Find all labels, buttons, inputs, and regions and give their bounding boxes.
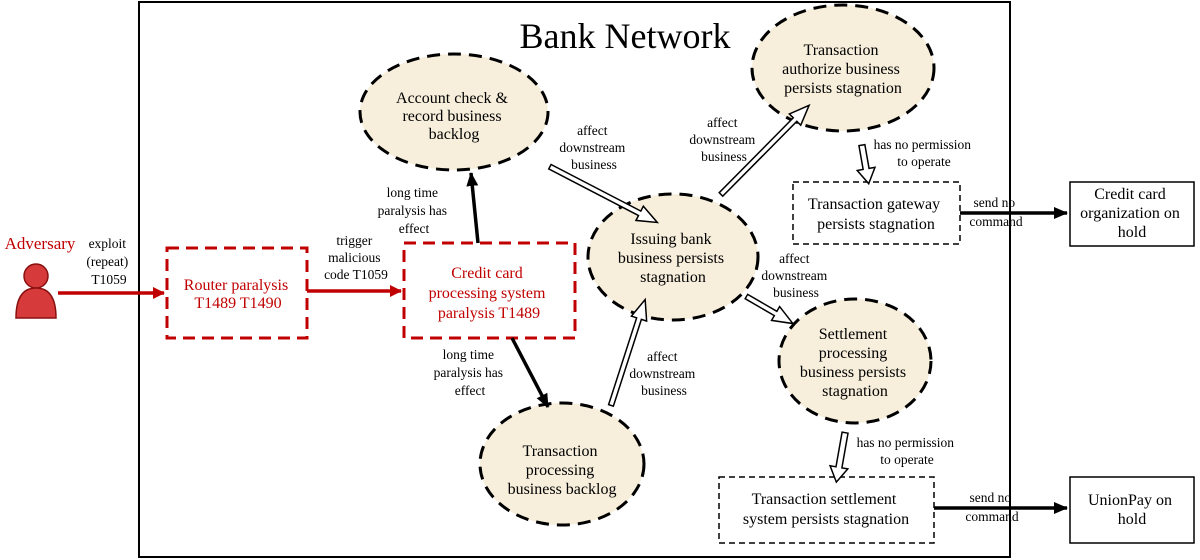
long-time-up-label: long time paralysis has effect <box>378 185 451 236</box>
send-no-command-bottom-label: send no command <box>965 490 1018 524</box>
transaction-authorize-label: Transaction authorize business persists … <box>782 42 904 97</box>
router-paralysis-box <box>165 246 309 340</box>
no-permission-authorize-label: has no permission to operate <box>874 137 975 169</box>
trigger-label: trigger malicious code T1059 <box>324 233 388 282</box>
settlement-label: Settlement processing business persists … <box>800 326 910 400</box>
long-time-down-label: long time paralysis has effect <box>434 347 507 398</box>
diagram-title: Bank Network <box>520 16 731 56</box>
long-time-up-arrow <box>466 172 480 244</box>
exploit-label: exploit (repeat) T1059 <box>86 236 131 287</box>
unionpay-box <box>1069 476 1195 544</box>
affect-account-label: affect downstream business <box>559 123 628 172</box>
affect-tpb-arrow <box>607 297 648 408</box>
issuing-bank-label: Issuing bank business persists stagnatio… <box>618 231 728 286</box>
transaction-authorize-ellipse <box>750 3 936 133</box>
settlement-ellipse <box>777 297 933 425</box>
unionpay-label: UnionPay on hold <box>1088 492 1176 528</box>
credit-card-organization-box <box>1069 181 1195 247</box>
person-icon <box>15 263 57 319</box>
transaction-gateway-box <box>792 181 961 245</box>
transaction-gateway-label: Transaction gateway persists stagnation <box>808 196 944 233</box>
credit-card-system-box <box>402 241 577 340</box>
bank-network-boundary <box>138 1 1011 558</box>
transaction-settlement-box <box>718 476 935 544</box>
affect-settlement-arrow <box>744 293 795 325</box>
account-check-ellipse <box>358 52 550 172</box>
issuing-bank-ellipse <box>586 192 760 322</box>
router-paralysis-label: Router paralysis T1489 T1490 <box>184 277 292 312</box>
affect-settlement-label: affect downstream business <box>761 251 830 300</box>
send-no-command-top-label: send no command <box>969 195 1022 229</box>
affect-authorize-arrow <box>718 103 811 198</box>
no-permission-settlement-label: has no permission to operate <box>857 435 958 467</box>
credit-card-system-label: Credit card processing system paralysis … <box>429 265 550 322</box>
affect-tpb-label: affect downstream business <box>629 349 698 398</box>
affect-authorize-label: affect downstream business <box>689 115 758 164</box>
transaction-settlement-label: Transaction settlement system persists s… <box>743 491 909 528</box>
no-permission-authorize-arrow <box>855 143 877 186</box>
no-permission-settlement-arrow <box>828 431 850 484</box>
account-check-label: Account check & record business backlog <box>396 90 512 143</box>
transaction-processing-ellipse <box>478 401 646 527</box>
adversary-label: Adversary <box>5 234 76 253</box>
long-time-down-arrow <box>510 337 550 408</box>
transaction-processing-label: Transaction processing business backlog <box>508 443 617 498</box>
affect-account-arrow <box>547 163 660 224</box>
credit-card-organization-label: Credit card organization on hold <box>1080 186 1184 241</box>
